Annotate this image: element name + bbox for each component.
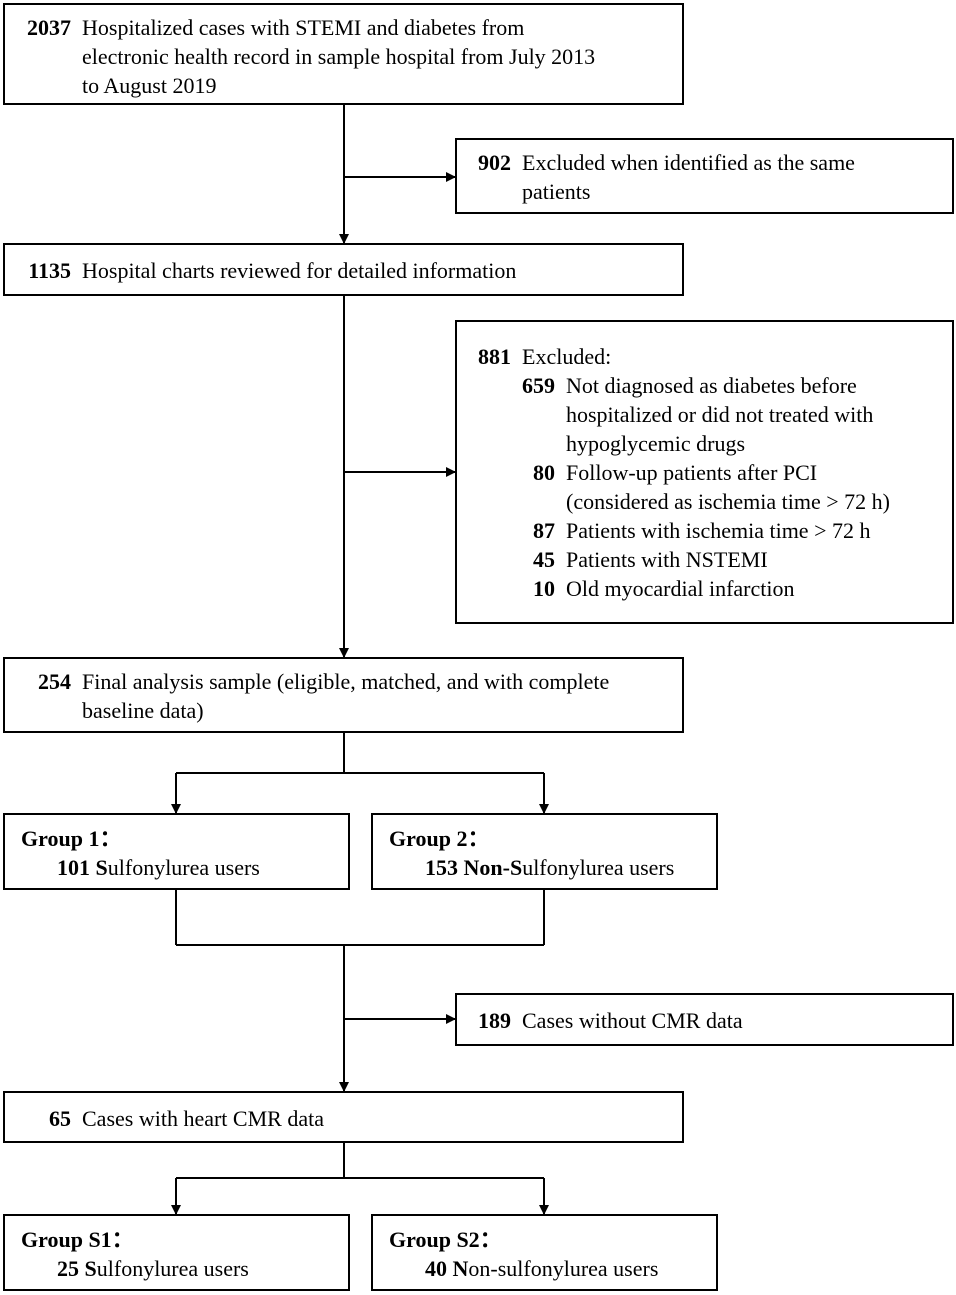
text-line: Old myocardial infarction [566,576,795,601]
count-80: 80 [533,460,555,485]
text-line: Final analysis sample (eligible, matched… [82,669,610,694]
box-excluded-same-patients: 902 Excluded when identified as the same… [455,138,954,214]
text-line: baseline data) [82,698,204,723]
text-line: Cases without CMR data [522,1008,743,1033]
count-10: 10 [533,576,555,601]
box-group-s1: Group S1： 25 Sulfonylurea users [3,1214,350,1291]
text-line: Hospitalized cases with STEMI and diabet… [82,15,525,40]
count-153: 153 [425,855,458,880]
group-title: Group 1： [21,826,122,851]
group-count-line: 153 Non-Sulfonylurea users [425,853,674,882]
group-label: ulfonylurea users [107,855,260,880]
text-line: Excluded when identified as the same [522,150,855,175]
initial-letter: N [452,1256,469,1281]
group-count-line: 101 Sulfonylurea users [57,853,260,882]
count-40: 40 [425,1256,447,1281]
group-count-line: 40 Non-sulfonylurea users [425,1254,658,1283]
text-line: hospitalized or did not treated with [566,402,874,427]
box-cases-with-cmr: 65 Cases with heart CMR data [3,1091,684,1143]
text-line: patients [522,179,591,204]
group-label: ulfonylurea users [96,1256,249,1281]
count-254: 254 [38,669,71,694]
text-line: Follow-up patients after PCI [566,460,818,485]
group-label: ulfonylurea users [522,855,675,880]
initial-letter: S [95,855,108,880]
count-189: 189 [478,1008,511,1033]
initial-letter: S [84,1256,97,1281]
box-charts-reviewed: 1135 Hospital charts reviewed for detail… [3,243,684,296]
box-cases-without-cmr: 189 Cases without CMR data [455,993,954,1046]
initial-letter: Non-S [463,855,523,880]
box-hospitalized-cases: 2037 Hospitalized cases with STEMI and d… [3,3,684,105]
text-line: hypoglycemic drugs [566,431,746,456]
count-881: 881 [478,344,511,369]
group-title: Group S2： [389,1227,502,1252]
text-line: (considered as ischemia time > 72 h) [566,489,890,514]
text-line: Not diagnosed as diabetes before [566,373,857,398]
count-65: 65 [49,1106,71,1131]
count-902: 902 [478,150,511,175]
text-line: electronic health record in sample hospi… [82,44,596,69]
text-line: Cases with heart CMR data [82,1106,324,1131]
group-label: on-sulfonylurea users [468,1256,659,1281]
text-line: Hospital charts reviewed for detailed in… [82,258,517,283]
count-45: 45 [533,547,555,572]
text-line: Patients with NSTEMI [566,547,768,572]
box-group-1: Group 1： 101 Sulfonylurea users [3,813,350,890]
count-2037: 2037 [27,15,71,40]
count-25: 25 [57,1256,79,1281]
box-final-analysis-sample: 254 Final analysis sample (eligible, mat… [3,657,684,733]
text-line: to August 2019 [82,73,217,98]
count-87: 87 [533,518,555,543]
group-count-line: 25 Sulfonylurea users [57,1254,249,1283]
count-1135: 1135 [28,258,71,283]
count-659: 659 [522,373,555,398]
box-group-s2: Group S2： 40 Non-sulfonylurea users [371,1214,718,1291]
box-excluded-881: 881 Excluded: 659 Not diagnosed as diabe… [455,320,954,624]
text-line: Patients with ischemia time > 72 h [566,518,871,543]
box-group-2: Group 2： 153 Non-Sulfonylurea users [371,813,718,890]
group-title: Group 2： [389,826,490,851]
group-title: Group S1： [21,1227,134,1252]
excluded-heading: Excluded: [522,344,612,369]
count-101: 101 [57,855,90,880]
